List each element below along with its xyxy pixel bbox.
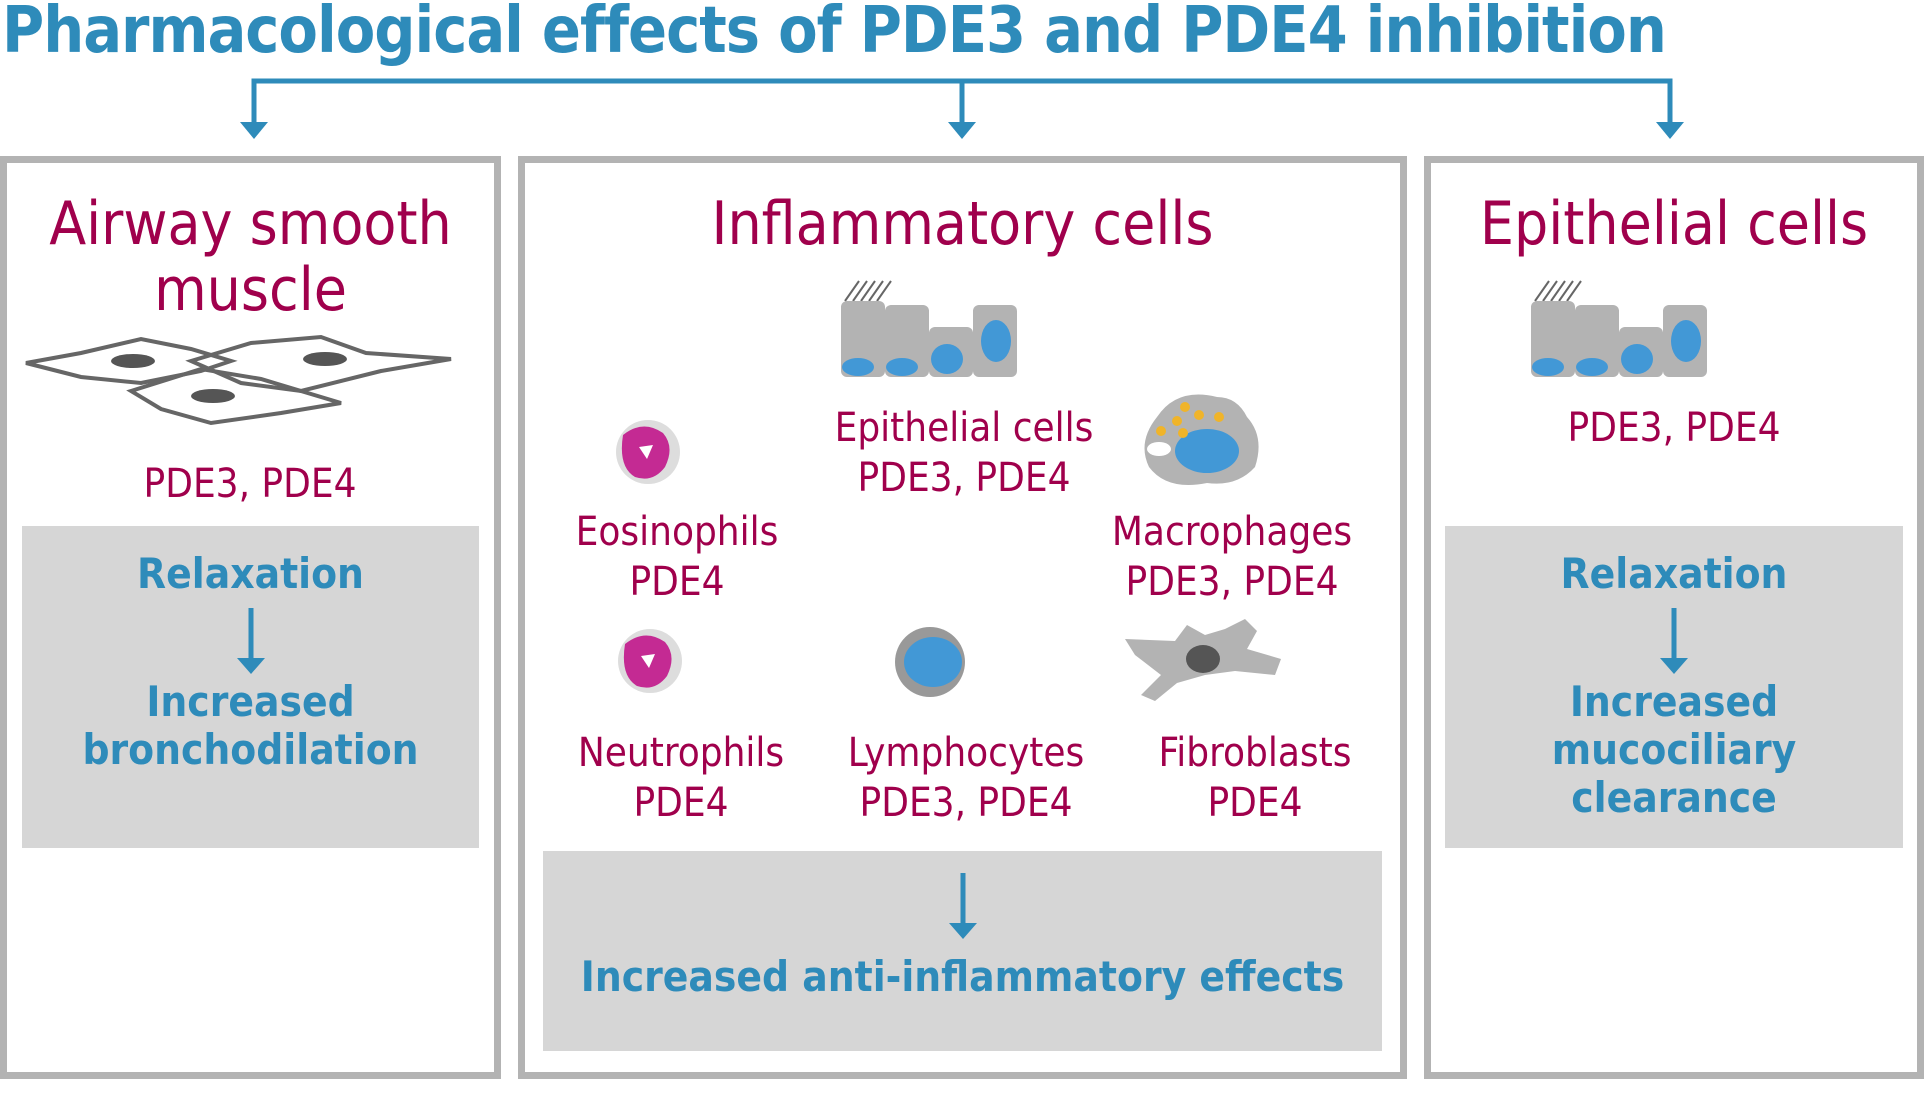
panel-airway-smooth-muscle: Airway smooth muscle PDE3, PDE4 Relaxati… xyxy=(0,156,501,1079)
smooth-muscle-cells-icon xyxy=(25,334,452,426)
panel-title: Airway smooth muscle xyxy=(7,191,494,323)
title-line: muscle xyxy=(154,255,347,325)
cell-name: Eosinophils xyxy=(575,509,779,555)
cell-pde: PDE3, PDE4 xyxy=(859,780,1073,826)
effect-line: Increased xyxy=(146,677,355,726)
arrow-down-icon xyxy=(1660,608,1688,674)
cell-pde: PDE3, PDE4 xyxy=(1125,559,1339,605)
effect-box: Relaxation Increased bronchodilation xyxy=(22,526,479,848)
pde-label: PDE3, PDE4 xyxy=(1567,405,1781,451)
effect-box: Relaxation Increased mucociliary clearan… xyxy=(1445,526,1903,848)
effect-relaxation: Relaxation xyxy=(1560,549,1788,598)
panel-title: Inflammatory cells xyxy=(711,189,1214,259)
lymphocyte-icon xyxy=(895,627,965,697)
panel-title: Epithelial cells xyxy=(1479,189,1869,259)
cell-pde: PDE4 xyxy=(1207,780,1303,826)
effect-result: Increased bronchodilation xyxy=(22,678,479,774)
connector-arrows xyxy=(240,78,1684,139)
effect-line: mucociliary xyxy=(1551,725,1797,774)
epithelial-cells-icon xyxy=(1531,280,1707,377)
effect-box: Increased anti-inflammatory effects xyxy=(543,851,1382,1051)
cell-name: Neutrophils xyxy=(577,730,785,776)
title-line: Airway smooth xyxy=(49,189,452,259)
effect-result: Increased mucociliary clearance xyxy=(1445,678,1903,822)
effect-result: Increased anti-inflammatory effects xyxy=(580,952,1345,1001)
eosinophil-icon xyxy=(616,420,680,484)
cell-pde: PDE4 xyxy=(633,780,729,826)
epithelial-cells-icon xyxy=(841,280,1017,377)
cell-name: Lymphocytes xyxy=(847,730,1085,776)
arrow-down-icon xyxy=(237,608,265,674)
diagram-title: Pharmacological effects of PDE3 and PDE4… xyxy=(2,0,1667,68)
cell-name: Epithelial cells xyxy=(834,405,1094,451)
effect-line: bronchodilation xyxy=(82,725,419,774)
cell-name: Fibroblasts xyxy=(1158,730,1352,776)
effect-line: clearance xyxy=(1571,773,1777,822)
cell-pde: PDE4 xyxy=(629,559,725,605)
macrophage-icon xyxy=(1144,394,1259,485)
cell-name: Macrophages xyxy=(1111,509,1353,555)
pde-label: PDE3, PDE4 xyxy=(143,461,357,507)
effect-relaxation: Relaxation xyxy=(137,549,364,598)
effect-line: Increased xyxy=(1569,677,1779,726)
neutrophil-icon xyxy=(618,629,682,693)
arrow-down-icon xyxy=(949,873,977,939)
fibroblast-icon xyxy=(1125,619,1281,701)
cell-pde: PDE3, PDE4 xyxy=(857,455,1071,501)
panel-epithelial-cells: Epithelial cells PDE3, PDE4 Relaxation I… xyxy=(1424,156,1924,1079)
